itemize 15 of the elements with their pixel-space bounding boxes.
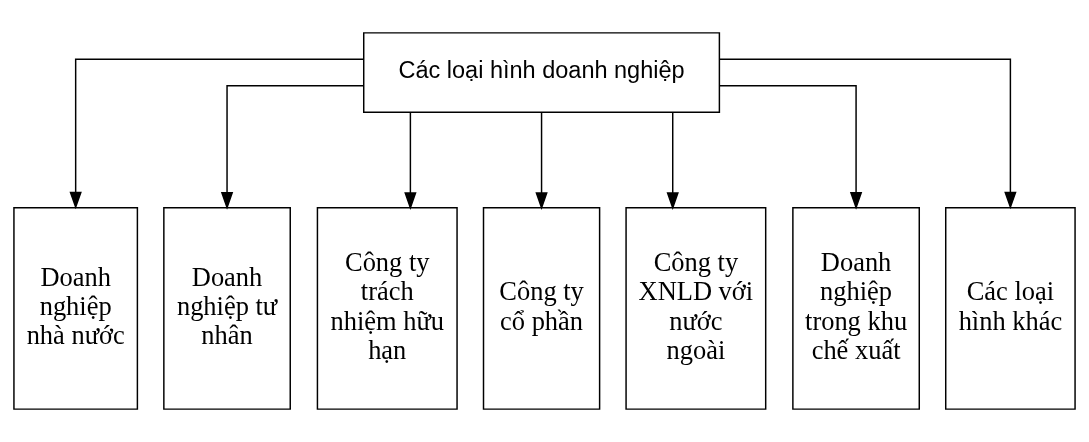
node-box: Công ty cổ phần <box>482 207 601 410</box>
arrow <box>69 58 365 210</box>
arrow <box>718 58 1017 210</box>
arrow <box>404 111 417 210</box>
node-box: Doanh nghiệp trong khu chế xuất <box>792 207 920 410</box>
node-box: Doanh nghiệp nhà nước <box>13 207 139 410</box>
arrow <box>718 85 863 210</box>
node-box: Các loại hình khác <box>945 207 1076 410</box>
node-box: Doanh nghiệp tư nhân <box>163 207 291 410</box>
arrow <box>220 85 365 210</box>
node-box: Công ty trách nhiệm hữu hạn <box>316 207 458 410</box>
node-box: Các loại hình doanh nghiệp <box>363 32 721 113</box>
arrow <box>666 111 679 210</box>
arrow <box>535 111 548 210</box>
node-box: Công ty XNLD với nước ngoài <box>625 207 767 410</box>
